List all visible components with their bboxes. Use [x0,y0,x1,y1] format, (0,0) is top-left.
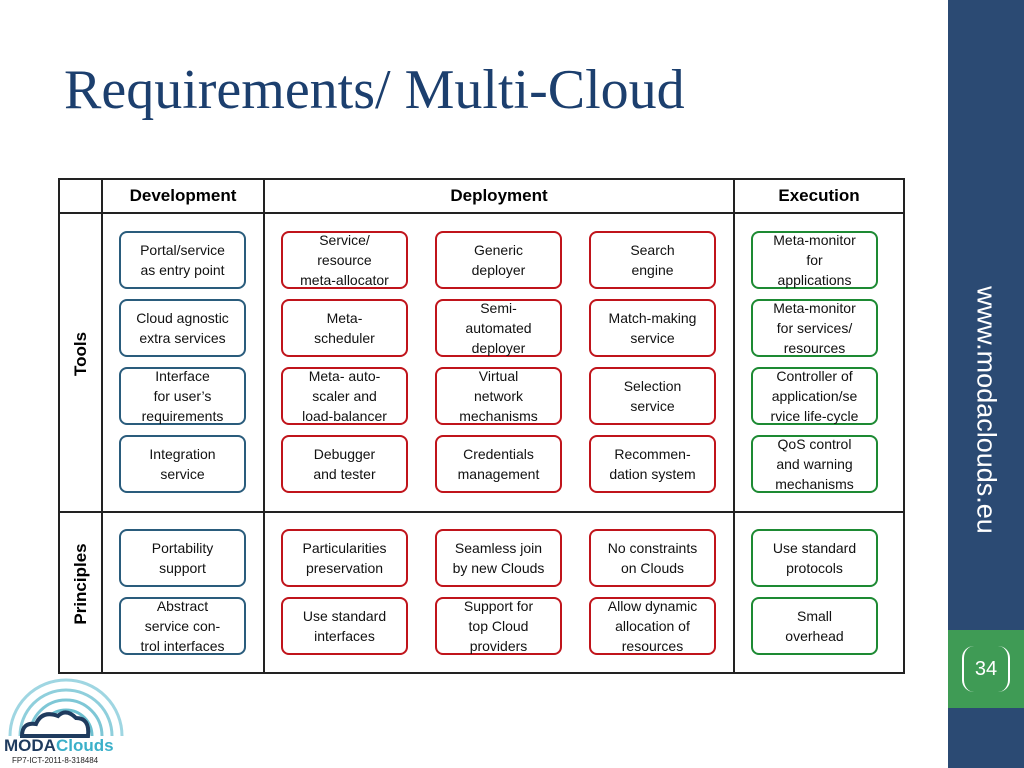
deployment-divider [733,178,735,674]
principle-no-constraints: No constraints on Clouds [589,529,716,587]
tool-meta-allocator: Service/ resource meta-allocator [281,231,408,289]
principle-dynamic-allocation: Allow dynamic allocation of resources [589,597,716,655]
tool-search-engine: Search engine [589,231,716,289]
table-border-bottom [58,672,905,674]
logo-name-part2: Clouds [55,736,114,755]
principle-abstract-interfaces: Abstract service con- trol interfaces [119,597,246,655]
tool-qos-control: QoS control and warning mechanisms [751,435,878,493]
tool-cloud-agnostic: Cloud agnostic extra services [119,299,246,357]
principle-standard-interfaces: Use standard interfaces [281,597,408,655]
table-border-top [58,178,905,180]
row-label-principles: Principles [71,543,90,625]
tool-integration-service: Integration service [119,435,246,493]
logo-project-code: FP7-ICT-2011-8-318484 [12,756,99,765]
column-header-execution: Execution [778,186,860,205]
tool-meta-autoscaler: Meta- auto- scaler and load-balancer [281,367,408,425]
tool-interface-requirements: Interface for user’s requirements [119,367,246,425]
website-url: www.modaclouds.eu [971,286,1002,534]
section-divider [58,511,905,513]
tool-portal-service: Portal/service as entry point [119,231,246,289]
logo-wordmark: MODAClouds [4,736,114,756]
tool-credentials-management: Credentials management [435,435,562,493]
website-url-container: www.modaclouds.eu [948,250,1024,570]
principle-small-overhead: Small overhead [751,597,878,655]
header-divider [58,212,905,214]
tool-meta-scheduler: Meta- scheduler [281,299,408,357]
tool-match-making: Match-making service [589,299,716,357]
tool-meta-monitor-services: Meta-monitor for services/ resources [751,299,878,357]
principle-top-cloud-providers: Support for top Cloud providers [435,597,562,655]
principle-seamless-join: Seamless join by new Clouds [435,529,562,587]
logo-name-part1: MODA [4,736,56,755]
tool-recommendation-system: Recommen- dation system [589,435,716,493]
row-label-divider [101,178,103,674]
principle-standard-protocols: Use standard protocols [751,529,878,587]
modaclouds-logo-icon [8,678,124,738]
page-number-box [948,630,1024,708]
principle-particularities: Particularities preservation [281,529,408,587]
row-label-tools: Tools [71,331,90,377]
tool-lifecycle-controller: Controller of application/se rvice life-… [751,367,878,425]
tool-meta-monitor-apps: Meta-monitor for applications [751,231,878,289]
tool-generic-deployer: Generic deployer [435,231,562,289]
development-divider [263,178,265,674]
table-border-left [58,178,60,674]
tool-debugger-tester: Debugger and tester [281,435,408,493]
column-header-development: Development [129,186,237,205]
tool-virtual-network: Virtual network mechanisms [435,367,562,425]
tool-selection-service: Selection service [589,367,716,425]
table-border-right [903,178,905,674]
column-header-deployment: Deployment [450,186,548,205]
principle-portability: Portability support [119,529,246,587]
slide-title: Requirements/ Multi-Cloud [64,59,685,121]
tool-semi-automated-deployer: Semi- automated deployer [435,299,562,357]
page-number: 34 [962,646,1010,692]
slide-background [0,0,948,768]
